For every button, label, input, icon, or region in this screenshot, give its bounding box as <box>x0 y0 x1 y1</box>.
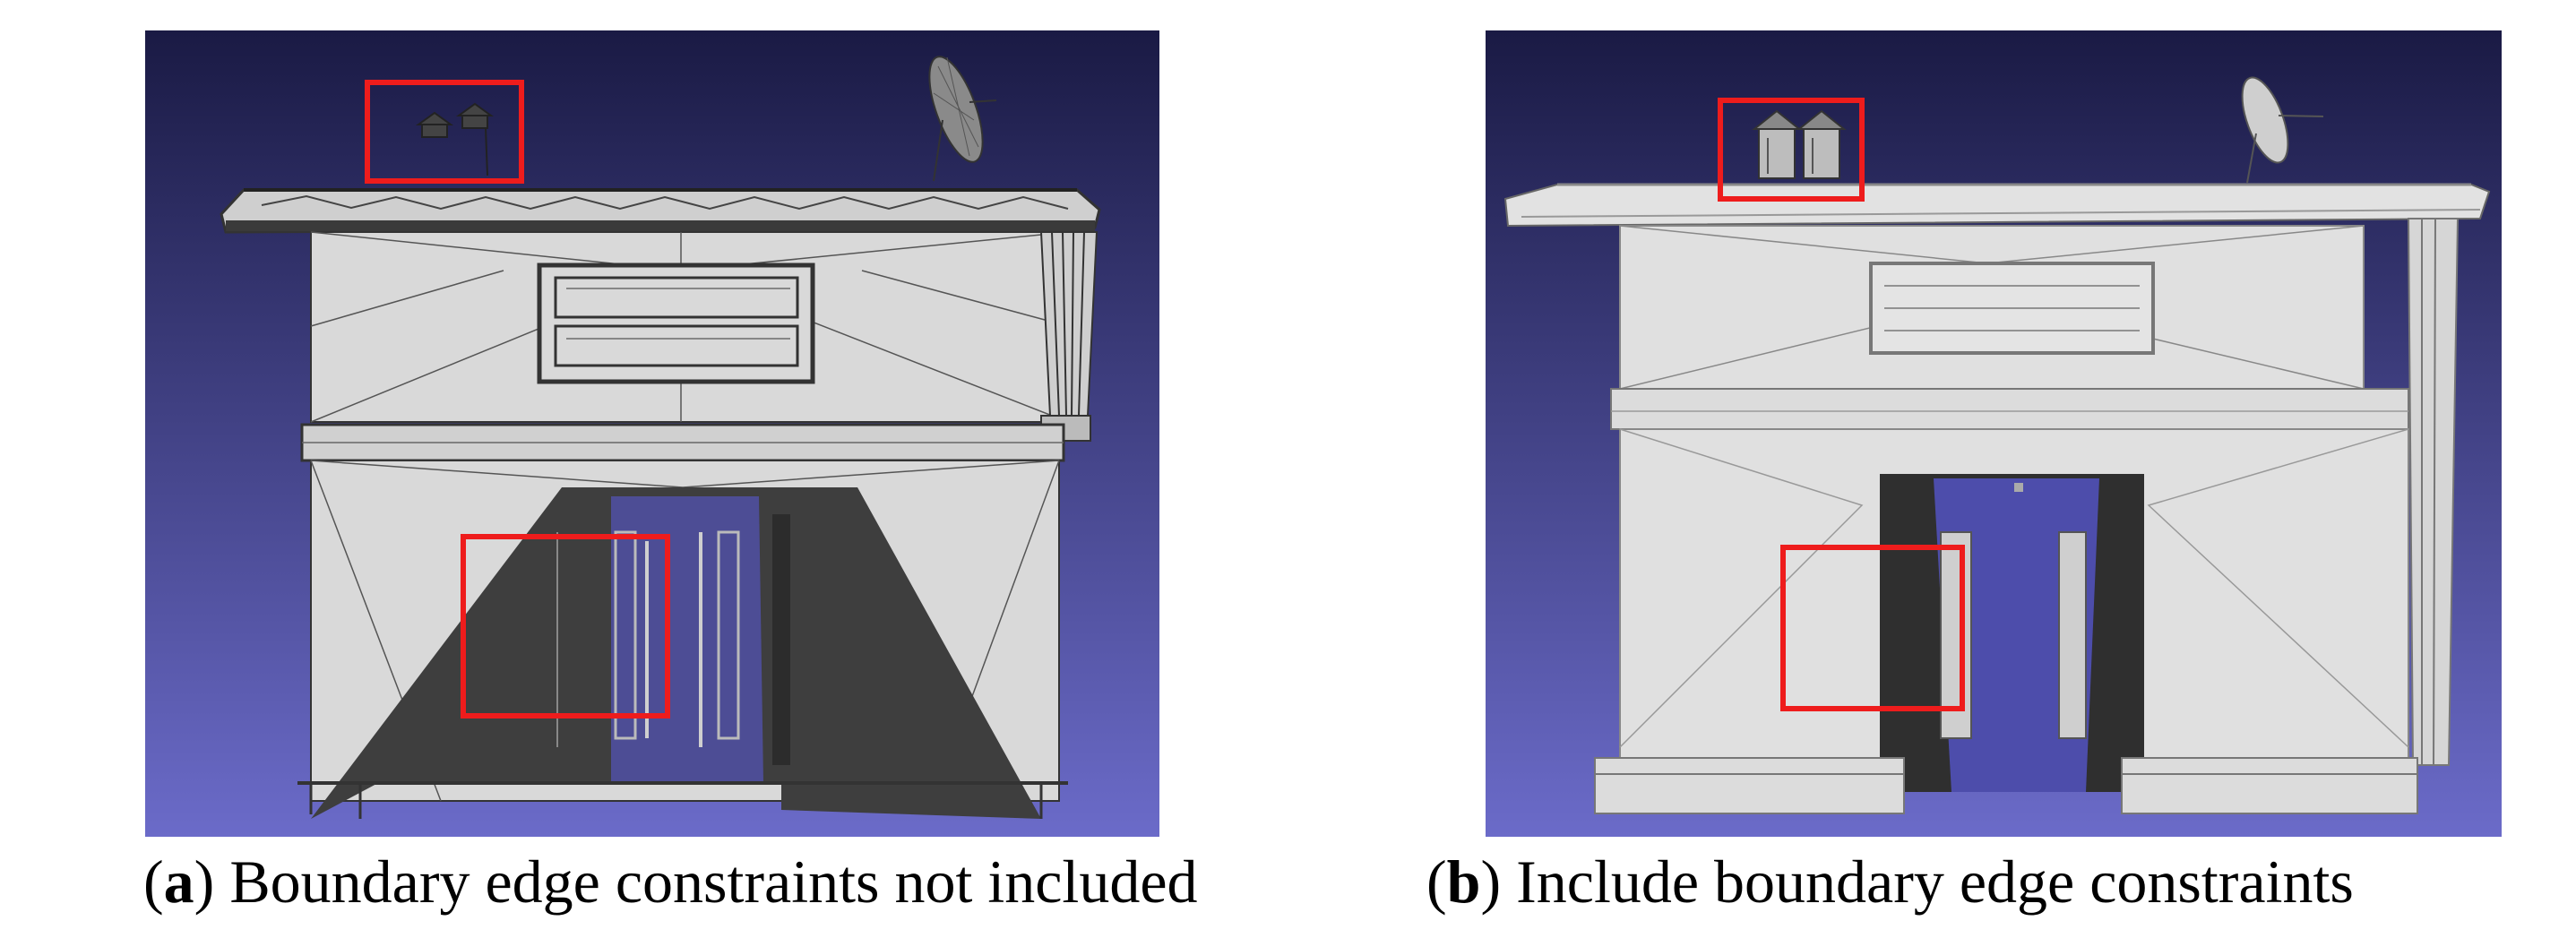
caption-b-text: Include boundary edge constraints <box>1501 848 2354 916</box>
drain-pipe <box>2407 218 2460 766</box>
caption-a-label: a <box>163 848 194 916</box>
caption-a-text: Boundary edge constraints not included <box>214 848 1198 916</box>
caption-b-open: ( <box>1426 848 1447 916</box>
base-slab <box>1594 757 2418 814</box>
caption-b-label: b <box>1446 848 1481 916</box>
door-opening-shadow <box>311 487 1041 819</box>
roof-vents <box>1752 109 1847 179</box>
ledge-band <box>300 423 1065 462</box>
satellite-dish-icon <box>2241 76 2324 184</box>
window <box>1869 262 2155 355</box>
mesh-render-a <box>145 30 1159 837</box>
highlight-box-door <box>1780 545 1965 711</box>
highlight-box-roof <box>365 80 524 184</box>
mesh-render-b <box>1486 30 2502 837</box>
panel-a-render <box>145 30 1159 837</box>
satellite-dish-icon <box>928 56 997 182</box>
caption-b-close: ) <box>1480 848 1502 916</box>
window <box>537 262 815 384</box>
roof-vents <box>415 102 495 176</box>
base-slab <box>297 781 1068 819</box>
caption-b: (b) Include boundary edge constraints <box>1426 846 2354 917</box>
door-opening <box>1880 474 2144 792</box>
roof-slab <box>1503 183 2491 228</box>
highlight-box-roof <box>1718 98 1865 202</box>
ledge-band <box>1610 388 2409 430</box>
caption-a-close: ) <box>194 848 215 916</box>
roof-slab <box>220 188 1101 234</box>
highlight-box-door <box>461 534 670 719</box>
panel-b-render <box>1486 30 2502 837</box>
drain-pipe <box>1039 231 1098 442</box>
caption-a: (a) Boundary edge constraints not includ… <box>143 846 1198 917</box>
caption-a-open: ( <box>143 848 164 916</box>
